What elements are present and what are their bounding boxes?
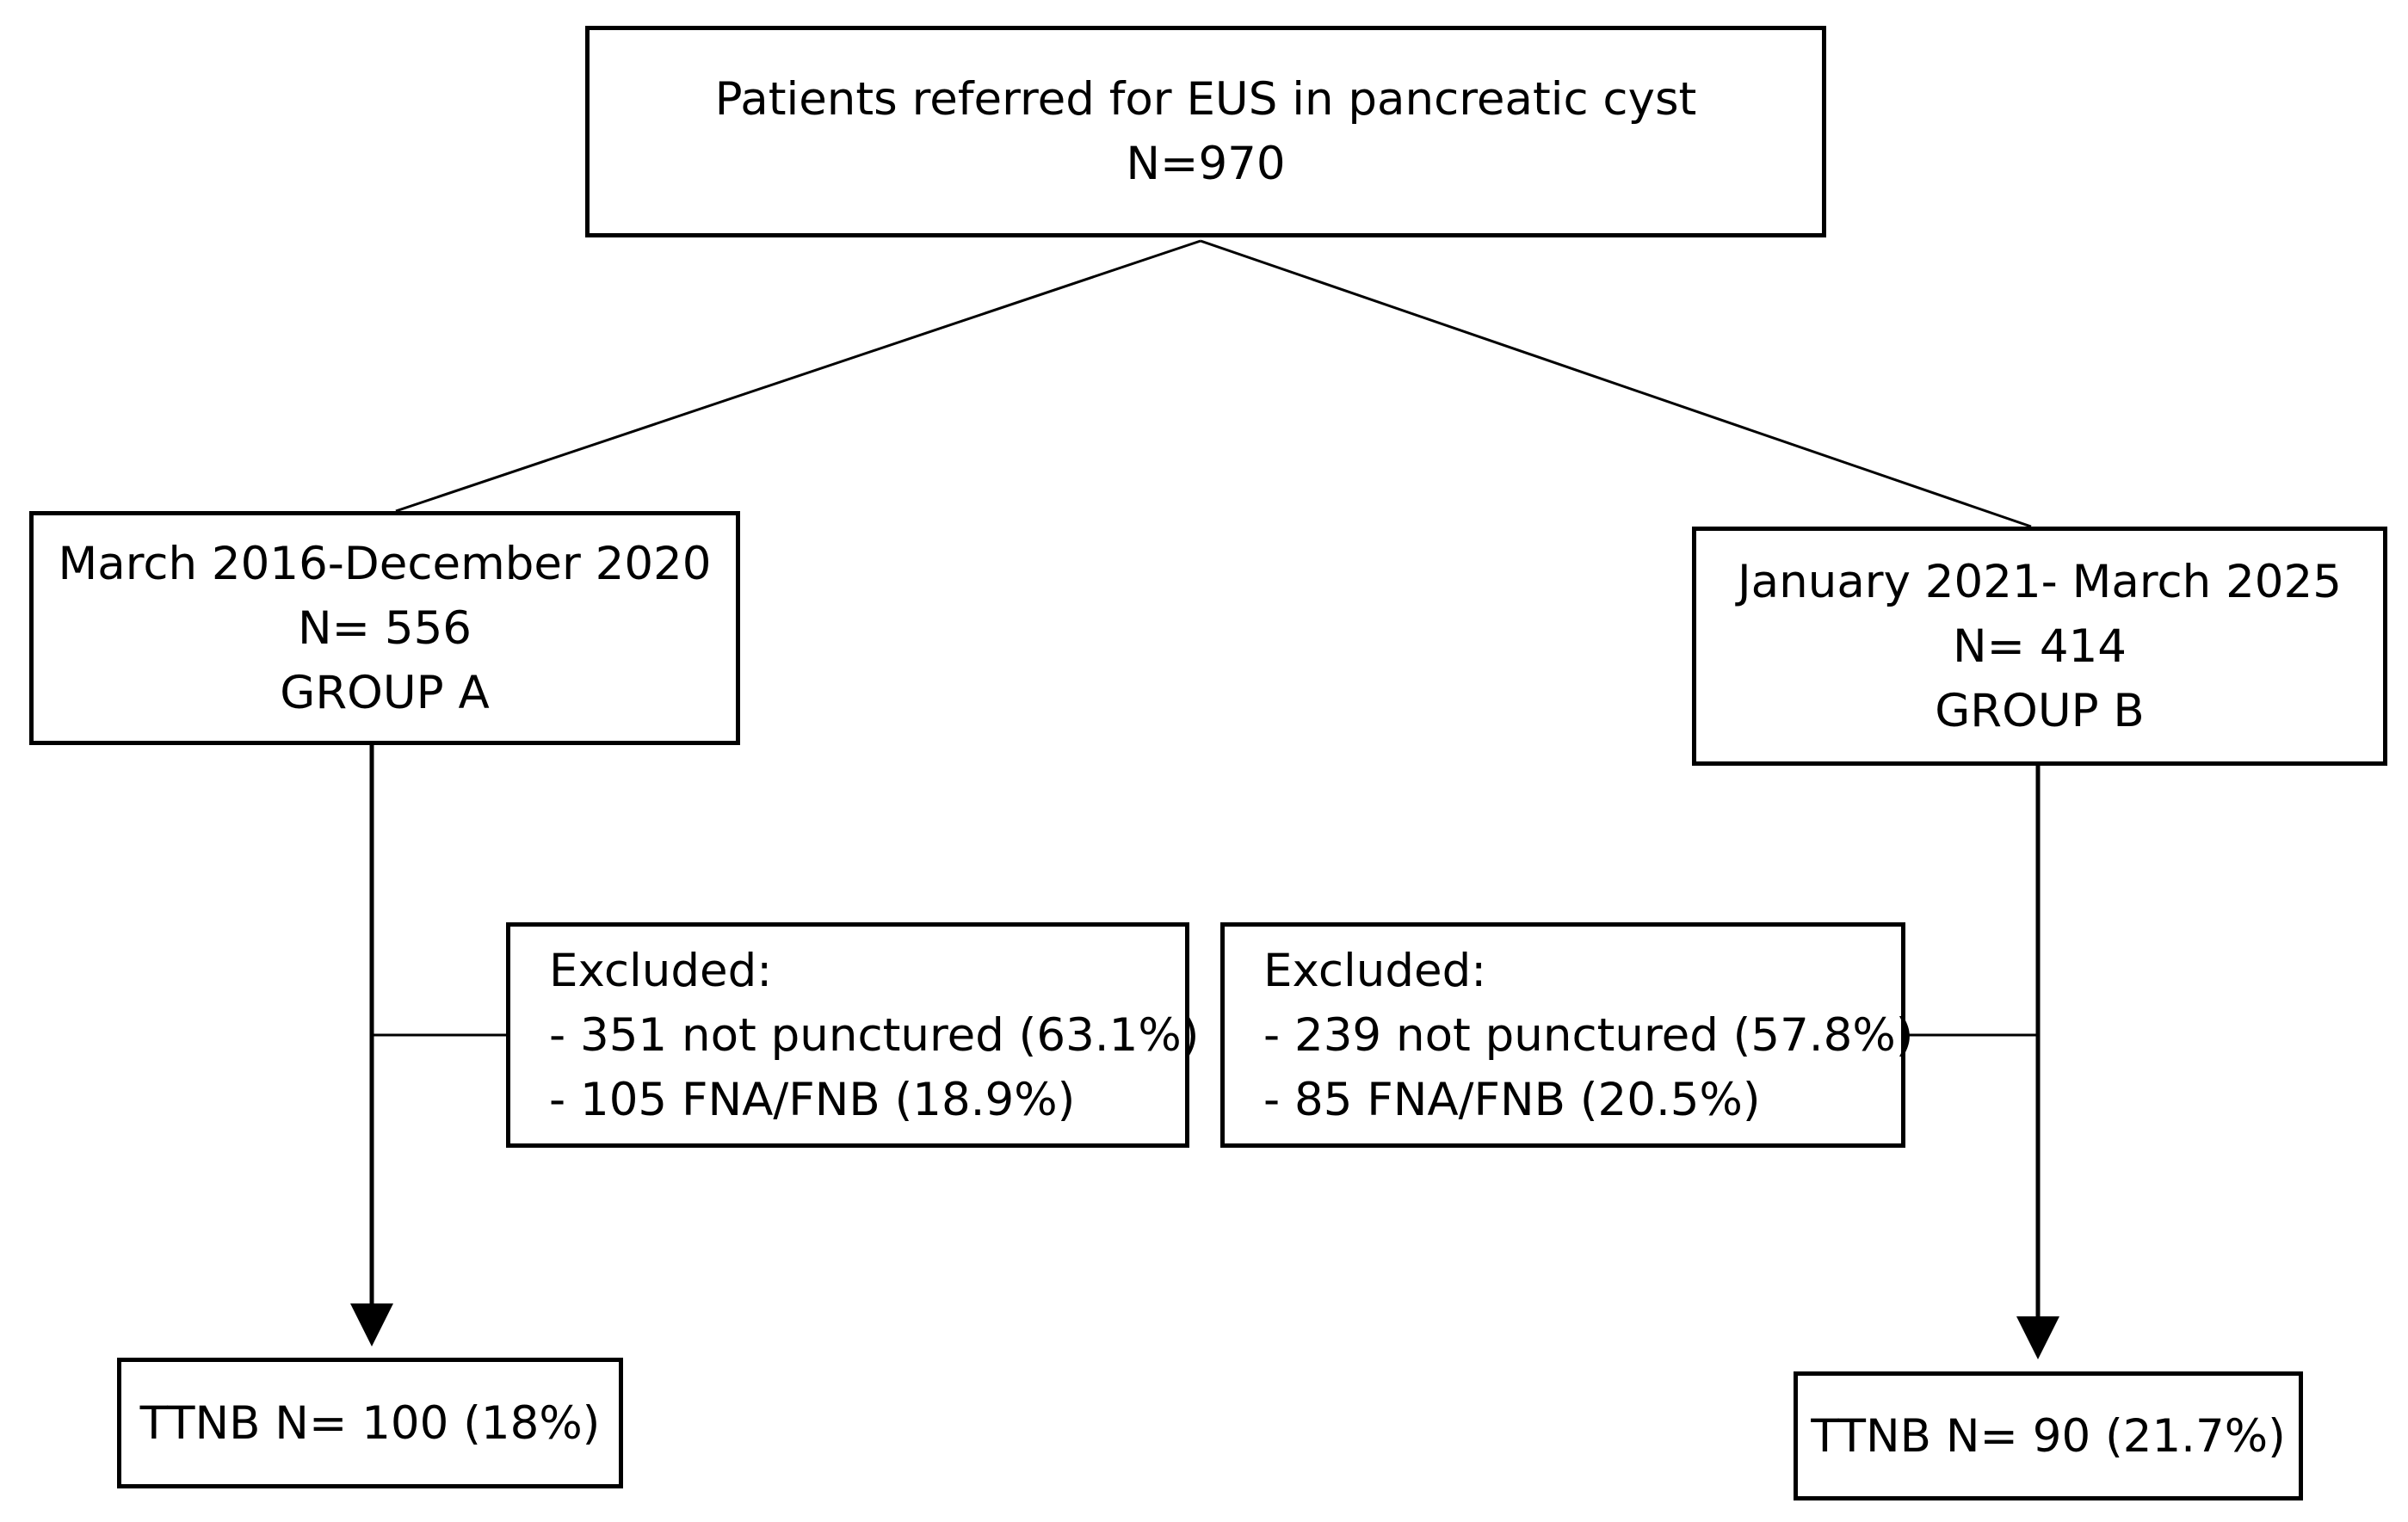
excluded-a-fna-fnb: - 105 FNA/FNB (18.9%) (549, 1073, 1076, 1126)
excluded-b-not-punctured: - 239 not punctured (57.8%) (1263, 1008, 1914, 1062)
group-b-label: GROUP B (1935, 684, 2145, 737)
group-a-period: March 2016-December 2020 (58, 537, 712, 590)
excluded-a-heading: Excluded: (549, 944, 773, 997)
excluded-a-box: Excluded: - 351 not punctured (63.1%) - … (506, 922, 1199, 1148)
excluded-b-fna-fnb: - 85 FNA/FNB (20.5%) (1263, 1073, 1761, 1126)
excluded-b-box: Excluded: - 239 not punctured (57.8%) - … (1220, 922, 1913, 1148)
split-line-to-group-b (1200, 239, 2032, 528)
group-a-label: GROUP A (280, 666, 490, 719)
split-line-to-group-a (395, 239, 1201, 513)
ttnb-b-result: TTNB N= 90 (21.7%) (1811, 1409, 2286, 1463)
excluded-b-heading: Excluded: (1263, 944, 1487, 997)
group-a-count: N= 556 (297, 601, 472, 655)
excluded-a-not-punctured: - 351 not punctured (63.1%) (549, 1008, 1200, 1062)
group-b-count: N= 414 (1952, 619, 2127, 673)
total-patients-count: N=970 (1126, 138, 1286, 190)
group-b-period: January 2021- March 2025 (1738, 555, 2342, 608)
total-patients-title: Patients referred for EUS in pancreatic … (714, 73, 1697, 126)
group-a-box: March 2016-December 2020 N= 556 GROUP A (29, 511, 740, 745)
group-b-box: January 2021- March 2025 N= 414 GROUP B (1692, 527, 2387, 766)
total-patients-box: Patients referred for EUS in pancreatic … (585, 26, 1826, 237)
ttnb-a-result: TTNB N= 100 (18%) (139, 1396, 601, 1450)
ttnb-a-box: TTNB N= 100 (18%) (117, 1358, 623, 1488)
ttnb-b-box: TTNB N= 90 (21.7%) (1794, 1371, 2303, 1500)
